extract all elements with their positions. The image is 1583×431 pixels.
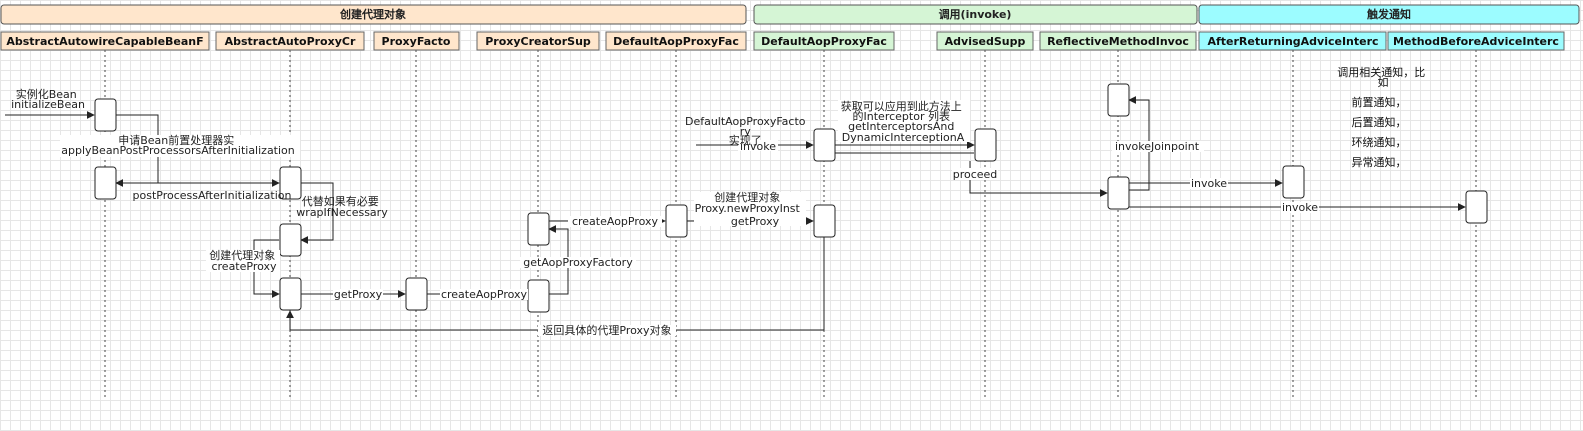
lane-box-10 <box>1387 31 1565 51</box>
activation-box <box>94 166 117 200</box>
message-labels: 实例化Bean initializeBean 申请Bean前置处理器实 appl… <box>11 87 1319 337</box>
group-trigger: 触发通知 <box>1198 4 1580 25</box>
msg-invoke-method-before-label-bg <box>1281 202 1319 213</box>
msg-get-proxy-label: getProxy <box>334 288 383 301</box>
msg-post-process-label: postProcessAfterInitialization <box>133 189 292 202</box>
note-item: 异常通知， <box>1352 155 1407 169</box>
activation-box <box>813 204 836 238</box>
activation-box <box>665 204 688 238</box>
msg-apply-label-bg <box>60 135 300 157</box>
group-trigger-box <box>1198 4 1580 25</box>
activation-box <box>94 98 117 132</box>
lane-label-6: DefaultAopProxyFac <box>761 35 887 48</box>
msg-wrap-if-necessary-label: 代替如果有必要 wrapIfNecessary <box>296 194 388 219</box>
msg-get-interceptors-label-bg <box>838 100 970 142</box>
msg-create-aop-proxy-2-label-bg <box>568 216 662 227</box>
msg-get-interceptors-label: 获取可以应用到此方法上 的Interceptor 列表 getIntercept… <box>841 99 966 144</box>
lane-label-3: ProxyFacto <box>382 35 451 48</box>
msg-create-aop-proxy-2-label: createAopProxy <box>572 215 659 228</box>
lane-label-2: AbstractAutoProxyCr <box>225 35 356 48</box>
lane-box-8 <box>1039 31 1197 51</box>
activation-box <box>974 128 997 162</box>
activations <box>94 83 1488 313</box>
note-item: 前置通知， <box>1352 95 1407 109</box>
lane-label-4: ProxyCreatorSup <box>485 35 591 48</box>
msg-initialize-bean-label: 实例化Bean initializeBean <box>11 87 85 111</box>
lane-label-10: MethodBeforeAdviceInterc <box>1393 35 1559 48</box>
msg-wrap-if-necessary-arrow <box>300 182 334 244</box>
lane-box-3 <box>373 31 460 51</box>
activation-box <box>279 166 302 200</box>
msg-apply-bean-post-processors-label: 申请Bean前置处理器实 applyBeanPostProcessorsAfte… <box>61 133 295 157</box>
group-invoke: 调用(invoke) <box>753 4 1198 25</box>
lane-box-1 <box>0 31 210 51</box>
msg-new-proxy-instance-label-bg <box>694 192 806 226</box>
msg-invoke-method-before-label: invoke <box>1282 201 1318 214</box>
activation-box <box>1107 176 1130 210</box>
msg-proceed-label: proceed <box>953 168 998 181</box>
msg-get-aop-proxy-factory-label: getAopProxyFactory <box>523 256 633 269</box>
activation-box <box>1107 83 1130 117</box>
activation-box <box>279 223 302 257</box>
msg-return-proxy-arrow <box>286 237 825 331</box>
activation-box <box>279 277 302 311</box>
lane-label-5: DefaultAopProxyFac <box>613 35 739 48</box>
msg-invoke-joinpoint-label: invokeJoinpoint <box>1115 140 1200 153</box>
msg-invoke-after-returning-label: invoke <box>1191 177 1227 190</box>
msg-create-proxy-label-bg <box>206 250 280 272</box>
msg-proceed-label-bg <box>952 168 998 180</box>
activation-box <box>813 128 836 162</box>
note-item: 后置通知， <box>1352 115 1407 129</box>
notification-note: 调用相关通知，比 如 前置通知， 后置通知， 环绕通知， 异常通知， <box>1337 65 1429 169</box>
lifelines <box>104 50 1477 398</box>
lane-label-9: AfterReturningAdviceInterc <box>1207 35 1378 48</box>
msg-return-proxy-label-bg <box>538 325 676 336</box>
group-create-box <box>0 4 747 25</box>
activation-box <box>1465 190 1488 224</box>
msg-new-proxy-instance-label: 创建代理对象 Proxy.newProxyInst getProxy <box>695 190 804 228</box>
note-title: 调用相关通知，比 如 <box>1337 65 1429 89</box>
msg-invoke-entry-label: DefaultAopProxyFacto ry 实现了 invoke <box>685 115 809 153</box>
lane-label-7: AdvisedSupp <box>945 35 1026 48</box>
msg-invoke-after-returning-label-bg <box>1190 178 1228 189</box>
note-item: 环绕通知， <box>1352 135 1407 149</box>
msg-create-aop-proxy-label: createAopProxy <box>441 288 528 301</box>
activation-box <box>1282 165 1305 199</box>
msg-create-aop-proxy-label-bg <box>440 289 528 300</box>
lane-box-7 <box>936 31 1034 51</box>
group-invoke-box <box>753 4 1198 25</box>
activation-box <box>527 279 550 313</box>
msg-invoke-entry-label-bg <box>738 140 778 151</box>
lane-headers: AbstractAutowireCapableBeanF AbstractAut… <box>0 31 1565 51</box>
lane-box-6 <box>753 31 895 51</box>
msg-get-proxy-label-bg <box>333 289 383 300</box>
lane-box-5 <box>605 31 747 51</box>
msg-invoke-joinpoint-label-bg <box>1112 141 1204 152</box>
msg-return-proxy-label: 返回具体的代理Proxy对象 <box>542 323 671 337</box>
msg-create-proxy-label: 创建代理对象 createProxy <box>209 248 279 273</box>
lane-box-2 <box>215 31 365 51</box>
group-invoke-label: 调用(invoke) <box>939 7 1012 21</box>
activation-box <box>405 277 428 311</box>
group-create: 创建代理对象 <box>0 4 747 25</box>
group-create-label: 创建代理对象 <box>339 7 406 21</box>
lane-box-4 <box>476 31 600 51</box>
lane-label-1: AbstractAutowireCapableBeanF <box>6 35 203 48</box>
activation-box <box>527 212 550 246</box>
msg-get-aop-proxy-factory-label-bg <box>520 257 636 268</box>
lane-label-8: ReflectiveMethodInvoc <box>1047 35 1189 48</box>
lane-box-9 <box>1198 31 1387 51</box>
group-trigger-label: 触发通知 <box>1366 7 1411 21</box>
